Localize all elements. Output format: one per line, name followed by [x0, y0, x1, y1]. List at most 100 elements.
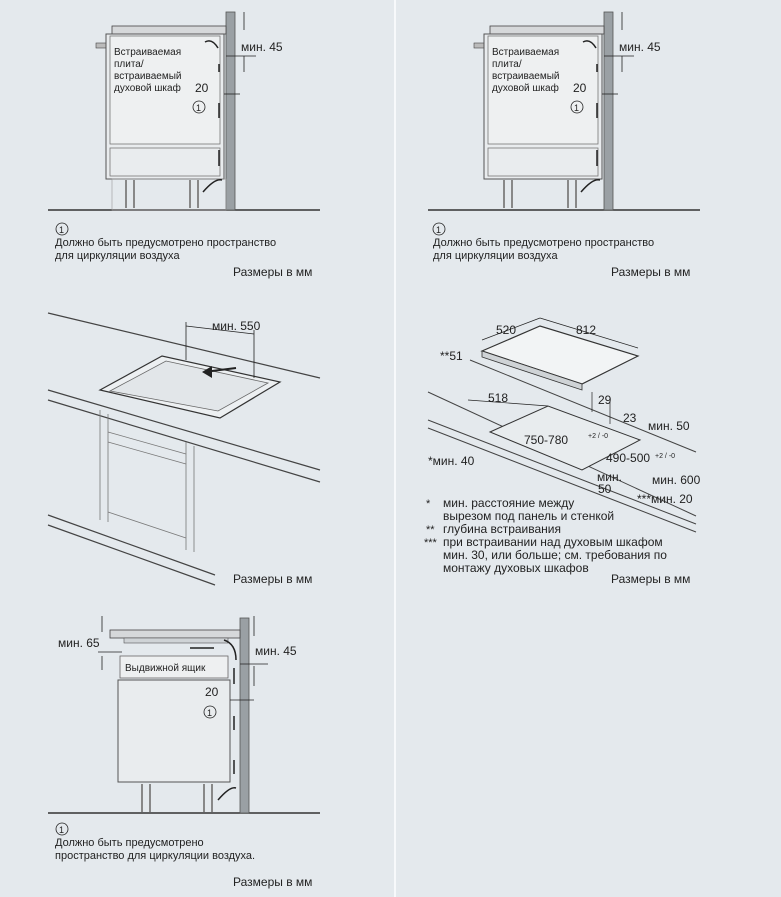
dims-label: Размеры в мм — [233, 265, 312, 279]
wall — [603, 11, 614, 211]
hob-side — [481, 350, 583, 391]
drawer — [487, 147, 599, 177]
appliance-label-2: плита/ — [114, 59, 144, 70]
wall — [225, 11, 236, 211]
dims-label: Размеры в мм — [611, 572, 690, 586]
air-arrows — [580, 40, 601, 193]
footnote-1-line-1: мин. расстояние между — [443, 496, 574, 510]
cutout-width-label: 750-780 — [524, 433, 568, 447]
legs — [125, 180, 199, 208]
note-marker-circle — [55, 222, 69, 236]
footnote-1-line-2: вырезом под панель и стенкой — [443, 509, 614, 523]
min50b-label-2: 50 — [598, 482, 612, 496]
footnote-2-mark: ** — [426, 524, 435, 536]
marker-number: 1 — [574, 103, 579, 113]
footnote-3-line-2: мин. 30, или больше; см. требования по — [443, 548, 667, 562]
dimension-lines — [185, 322, 255, 378]
footnote-3-line-3: монтажу духовых шкафов — [443, 561, 589, 575]
air-arrows — [190, 639, 237, 801]
drawer — [109, 147, 221, 177]
min40-label: *мин. 40 — [428, 454, 475, 468]
min50-label: мин. 50 — [648, 419, 690, 433]
note-marker-circle — [55, 822, 69, 836]
note-line-2: пространство для циркуляции воздуха. — [55, 850, 255, 862]
dims-label: Размеры в мм — [611, 265, 690, 279]
d51-label: **51 — [440, 349, 463, 363]
cabinet-lines — [99, 410, 195, 552]
legs — [503, 180, 577, 208]
min550-label: мин. 550 — [212, 319, 261, 333]
cutout-width-tol: +2 / -0 — [588, 433, 608, 440]
wall — [239, 617, 250, 814]
appliance-label-3: встраиваемый — [492, 71, 559, 82]
d29-label: 29 — [598, 393, 612, 407]
marker-number: 1 — [207, 708, 212, 718]
note-marker-number: 1 — [59, 225, 64, 235]
legs — [141, 784, 213, 812]
appliance-label-2: плита/ — [492, 59, 522, 70]
dim20-label: 20 — [195, 81, 209, 95]
footnote-1-mark: * — [426, 498, 431, 510]
cutout-inner — [108, 360, 270, 412]
appliance-label-1: Встраиваемая — [492, 47, 559, 58]
dimension-lines — [98, 616, 268, 701]
note-marker-circle — [432, 222, 446, 236]
appliance-label-1: Встраиваемая — [114, 47, 181, 58]
min45-label: мин. 45 — [619, 40, 661, 54]
note-line-1: Должно быть предусмотрено — [55, 837, 204, 849]
dimension-lines — [224, 12, 256, 95]
min600-label: мин. 600 — [652, 473, 701, 487]
footnote-3-line-1: при встраивании над духовым шкафом — [443, 535, 663, 549]
min50b-label-1: мин. — [597, 470, 622, 484]
dimension-lines — [467, 317, 639, 424]
note-line-1: Должно быть предусмотрено пространство — [55, 237, 276, 249]
note-marker-number: 1 — [436, 225, 441, 235]
dim20-label: 20 — [205, 685, 219, 699]
hob — [123, 637, 229, 644]
note-line-2: для циркуляции воздуха — [433, 250, 558, 262]
dim20-label: 20 — [573, 81, 587, 95]
marker-circle — [203, 705, 217, 719]
d518-label: 518 — [488, 391, 508, 405]
marker-circle — [192, 100, 206, 114]
note-line-1: Должно быть предусмотрено пространство — [433, 237, 654, 249]
dims-label: Размеры в мм — [233, 875, 312, 889]
air-arrows — [202, 40, 223, 193]
d23-label: 23 — [623, 411, 637, 425]
drawer-label: Выдвижной ящик — [125, 663, 206, 674]
note-line-2: для циркуляции воздуха — [55, 250, 180, 262]
appliance-label-3: встраиваемый — [114, 71, 181, 82]
worktop — [109, 629, 241, 639]
appliance-label-4: духовой шкаф — [492, 82, 559, 94]
min20-label: ***мин. 20 — [637, 492, 693, 506]
d520-label: 520 — [496, 323, 516, 337]
min45-label: мин. 45 — [255, 644, 297, 658]
marker-number: 1 — [196, 103, 201, 113]
worktop-edges — [47, 312, 321, 586]
dimension-lines — [602, 12, 634, 95]
dims-label: Размеры в мм — [233, 572, 312, 586]
airflow-head — [202, 366, 212, 378]
appliance-label-4: духовой шкаф — [114, 82, 181, 94]
min65-label: мин. 65 — [58, 636, 100, 650]
oven-box — [487, 35, 599, 145]
cutout-depth-label: 490-500 — [606, 451, 650, 465]
cutout-depth-tol: +2 / -0 — [655, 453, 675, 460]
note-marker-number: 1 — [59, 825, 64, 835]
footnote-3-mark: *** — [424, 537, 438, 549]
panel-divider — [394, 0, 396, 897]
cabinet — [117, 679, 231, 783]
drawer-box — [119, 655, 229, 679]
oven-box — [109, 35, 221, 145]
plinth — [111, 178, 227, 211]
cutout — [488, 405, 642, 471]
d812-label: 812 — [576, 323, 596, 337]
min45-label: мин. 45 — [241, 40, 283, 54]
footnote-2-line-1: глубина встраивания — [443, 522, 561, 536]
marker-circle — [570, 100, 584, 114]
